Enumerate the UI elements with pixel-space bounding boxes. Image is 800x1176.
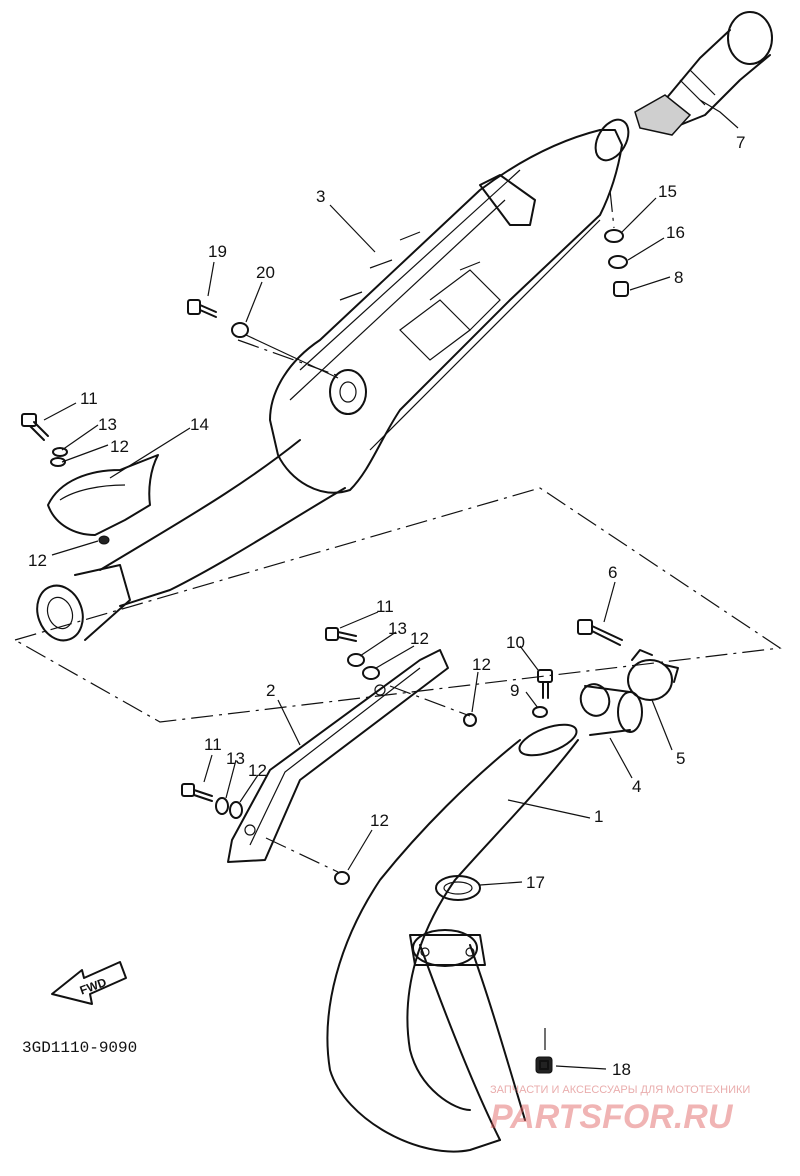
callout-13-lower: 13 — [226, 749, 245, 768]
callout-4: 4 — [632, 777, 641, 796]
washer-13-lower — [215, 797, 229, 815]
callout-17: 17 — [526, 873, 545, 892]
callout-15: 15 — [658, 182, 677, 201]
callout-11-lower: 11 — [204, 735, 222, 754]
callout-12-middle: 12 — [410, 629, 429, 648]
subassembly-outline — [13, 487, 782, 723]
exhaust-gasket-ring — [435, 875, 481, 901]
gasket — [579, 683, 643, 736]
washer-12-right — [463, 713, 477, 727]
callout-13-upper: 13 — [98, 415, 117, 434]
callout-3: 3 — [316, 187, 325, 206]
callout-8: 8 — [674, 268, 683, 287]
callout-19: 19 — [208, 242, 227, 261]
grommet-12-lower — [98, 535, 110, 545]
watermark-tagline: ЗАПЧАСТИ И АКСЕССУАРЫ ДЛЯ МОТОТЕХНИКИ — [490, 1084, 750, 1096]
bolt-8 — [613, 281, 629, 297]
fwd-arrow-label: FWD — [78, 975, 109, 998]
muffler — [269, 118, 630, 494]
muffler-inlet-pipe — [36, 439, 346, 642]
callout-12-upper: 12 — [110, 437, 129, 456]
exhaust-pipe — [326, 723, 579, 1153]
washer-13-middle — [347, 653, 365, 667]
washer-12-middle — [362, 666, 380, 680]
callout-16: 16 — [666, 223, 685, 242]
watermark: ЗАПЧАСТИ И АКСЕССУАРЫ ДЛЯ МОТОТЕХНИКИ PA… — [490, 1084, 750, 1136]
bolt-19 — [187, 299, 217, 318]
callout-18: 18 — [612, 1060, 631, 1079]
pipe-bracket — [227, 649, 449, 863]
callout-13-middle: 13 — [388, 619, 407, 638]
bolt-6 — [577, 619, 623, 646]
callout-12-bottom: 12 — [370, 811, 389, 830]
callout-7: 7 — [736, 133, 745, 152]
callout-10: 10 — [506, 633, 525, 652]
washer-20 — [231, 322, 249, 338]
bolt-11-upper — [21, 413, 49, 441]
watermark-brand: PARTSFOR.RU — [490, 1098, 734, 1136]
washer-15 — [604, 229, 624, 243]
callout-1: 1 — [594, 807, 603, 826]
callout-20: 20 — [256, 263, 275, 282]
callout-5: 5 — [676, 749, 685, 768]
fwd-arrow: FWD — [51, 961, 127, 1005]
washer-9 — [532, 706, 548, 718]
callout-11-upper: 11 — [80, 389, 98, 408]
washer-13-upper — [52, 447, 68, 457]
bolt-11-middle — [325, 627, 357, 642]
washer-12-upper — [50, 457, 66, 467]
callout-2: 2 — [266, 681, 275, 700]
nut-18 — [535, 1056, 553, 1074]
clamp — [627, 649, 679, 701]
collar-16 — [608, 255, 628, 269]
callout-6: 6 — [608, 563, 617, 582]
callout-11-middle: 11 — [376, 597, 394, 616]
callout-12-right: 12 — [472, 655, 491, 674]
washer-12-lower — [229, 801, 243, 819]
callout-12-lower-left: 12 — [248, 761, 267, 780]
diagram-code: 3GD1110-9090 — [22, 1039, 137, 1057]
washer-12-bottom — [334, 871, 350, 885]
tail-end-piece — [634, 11, 773, 136]
bolt-11-lower — [181, 783, 213, 802]
heat-shield — [47, 454, 159, 536]
leader-lines — [43, 99, 739, 1070]
callout-9: 9 — [510, 681, 519, 700]
callout-12-lower: 12 — [28, 551, 47, 570]
callout-labels: 7 3 15 19 20 16 8 11 14 13 12 12 6 11 13… — [28, 133, 745, 1079]
callout-14: 14 — [190, 415, 209, 434]
bolt-10 — [537, 669, 553, 699]
